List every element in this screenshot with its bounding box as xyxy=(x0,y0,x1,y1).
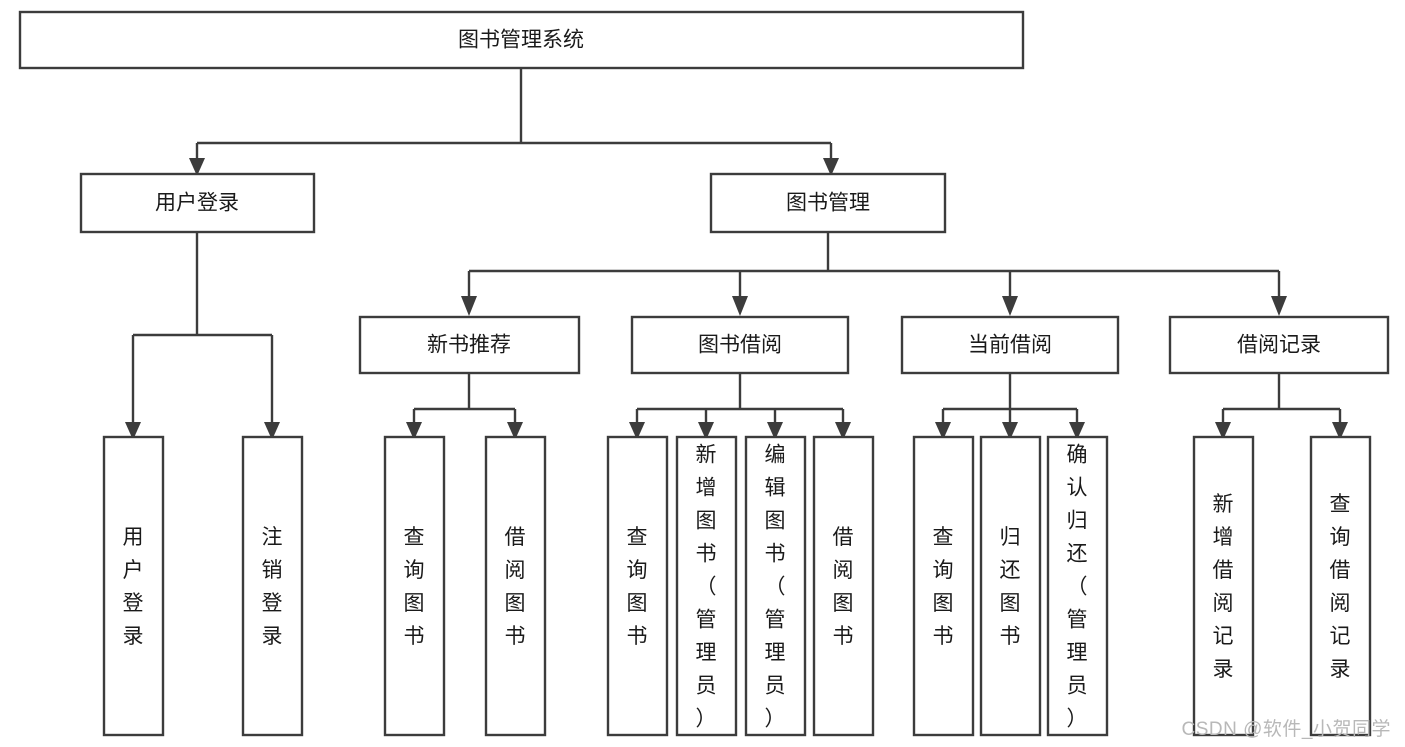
leaf-br-add-record-box[interactable] xyxy=(1192,435,1255,737)
arrow-head-leaf-user-login xyxy=(125,422,141,440)
leaf-cb-confirm-return-label: 确认归还（管理员） xyxy=(1067,444,1088,731)
arrow-head-cb-leaf-3 xyxy=(1069,422,1085,440)
arrow-head-book-borrow xyxy=(732,296,748,316)
node-book-borrow-label: 图书借阅 xyxy=(698,334,782,357)
arrow-head-leaf-logout xyxy=(264,422,280,440)
node-current-borrow-label: 当前借阅 xyxy=(968,334,1052,357)
node-borrow-record-label: 借阅记录 xyxy=(1237,334,1321,357)
connector-current-borrow-to-leaves xyxy=(941,373,1079,424)
node-user-login-box[interactable] xyxy=(79,172,316,234)
arrow-head-current-borrow xyxy=(1002,296,1018,316)
node-book-manage-box[interactable] xyxy=(709,172,947,234)
arrow-head-cb-leaf-1 xyxy=(935,422,951,440)
connector-group-book-manage xyxy=(461,232,1287,316)
leaf-cb-query-book-box[interactable] xyxy=(912,435,975,737)
leaf-node[interactable]: 归还图书 xyxy=(979,435,1042,737)
leaf-node[interactable]: 新增借阅记录 xyxy=(1192,435,1255,737)
node-root-label: 图书管理系统 xyxy=(458,29,584,52)
node-root[interactable]: 图书管理系统 xyxy=(18,10,1025,70)
node-current-borrow[interactable]: 当前借阅 xyxy=(900,315,1120,375)
arrow-head-bb-leaf-4 xyxy=(835,422,851,440)
arrow-head-nb-leaf-1 xyxy=(406,422,422,440)
leaf-node[interactable]: 查询图书 xyxy=(606,435,669,737)
connector-book-manage-to-level3 xyxy=(467,232,1281,298)
node-user-login[interactable]: 用户登录 xyxy=(79,172,316,234)
connector-group-borrow-record xyxy=(1215,373,1348,440)
leaf-node[interactable]: 注销登录 xyxy=(241,435,304,737)
leaf-bb-add-book-label: 新增图书（管理员） xyxy=(696,444,717,731)
arrow-head-user-login xyxy=(189,158,205,176)
node-book-borrow[interactable]: 图书借阅 xyxy=(630,315,850,375)
leaf-bb-query-book-box[interactable] xyxy=(606,435,669,737)
leaf-nb-borrow-book-label: 借阅图书 xyxy=(505,526,526,648)
leaf-logout-box[interactable] xyxy=(241,435,304,737)
leaf-node[interactable]: 新增图书（管理员） xyxy=(675,435,738,737)
leaf-bb-edit-book-label: 编辑图书（管理员） xyxy=(765,444,786,731)
connector-user-login-to-leaves xyxy=(131,232,274,424)
arrow-head-bb-leaf-2 xyxy=(698,422,714,440)
leaf-cb-return-book-label: 归还图书 xyxy=(1000,526,1021,648)
connector-group-root xyxy=(189,68,839,176)
arrow-head-nb-leaf-2 xyxy=(507,422,523,440)
leaf-br-query-record-box[interactable] xyxy=(1309,435,1372,737)
node-borrow-record[interactable]: 借阅记录 xyxy=(1168,315,1390,375)
leaf-bb-query-book-label: 查询图书 xyxy=(627,526,648,648)
leaf-node[interactable]: 查询图书 xyxy=(912,435,975,737)
leaf-node[interactable]: 借阅图书 xyxy=(484,435,547,737)
leaf-bb-edit-book-box[interactable] xyxy=(744,435,807,737)
arrow-head-br-leaf-2 xyxy=(1332,422,1348,440)
node-book-borrow-box[interactable] xyxy=(630,315,850,375)
connector-root-to-level2 xyxy=(195,68,833,160)
node-new-book-recommend-box[interactable] xyxy=(358,315,581,375)
leaf-logout-label: 注销登录 xyxy=(262,526,283,648)
leaf-cb-query-book-label: 查询图书 xyxy=(933,526,954,648)
leaf-cb-return-book-box[interactable] xyxy=(979,435,1042,737)
node-borrow-record-box[interactable] xyxy=(1168,315,1390,375)
node-new-book-recommend[interactable]: 新书推荐 xyxy=(358,315,581,375)
arrow-head-new-book xyxy=(461,296,477,316)
node-book-manage-label: 图书管理 xyxy=(786,192,870,215)
connector-group-new-book xyxy=(406,373,523,440)
csdn-watermark: CSDN @软件_小贺同学 xyxy=(1181,719,1391,740)
arrow-head-bb-leaf-1 xyxy=(629,422,645,440)
connector-group-current-borrow xyxy=(935,373,1085,440)
connector-borrow-record-to-leaves xyxy=(1221,373,1342,424)
arrow-head-bb-leaf-3 xyxy=(767,422,783,440)
leaf-user-login-box[interactable] xyxy=(102,435,165,737)
leaf-cb-confirm-return-box[interactable] xyxy=(1046,435,1109,737)
arrow-head-cb-leaf-2 xyxy=(1002,422,1018,440)
connector-book-borrow-to-leaves xyxy=(635,373,845,424)
leaf-bb-borrow-book-box[interactable] xyxy=(812,435,875,737)
leaf-br-query-record-label: 查询借阅记录 xyxy=(1330,493,1351,681)
node-user-login-label: 用户登录 xyxy=(155,192,239,215)
leaf-node[interactable]: 借阅图书 xyxy=(812,435,875,737)
leaf-node[interactable]: 确认归还（管理员） xyxy=(1046,435,1109,737)
leaf-node[interactable]: 编辑图书（管理员） xyxy=(744,435,807,737)
node-current-borrow-box[interactable] xyxy=(900,315,1120,375)
arrow-head-br-leaf-1 xyxy=(1215,422,1231,440)
leaf-nb-query-book-box[interactable] xyxy=(383,435,446,737)
connector-new-book-to-leaves xyxy=(412,373,517,424)
node-new-book-recommend-label: 新书推荐 xyxy=(427,334,511,357)
node-root-box[interactable] xyxy=(18,10,1025,70)
leaf-node[interactable]: 查询图书 xyxy=(383,435,446,737)
arrow-head-book-manage xyxy=(823,158,839,176)
leaf-nb-borrow-book-box[interactable] xyxy=(484,435,547,737)
leaf-nb-query-book-label: 查询图书 xyxy=(404,526,425,648)
leaf-node[interactable]: 查询借阅记录 xyxy=(1309,435,1372,737)
connector-group-user-login xyxy=(125,232,280,440)
node-book-manage[interactable]: 图书管理 xyxy=(709,172,947,234)
leaf-node[interactable]: 用户登录 xyxy=(102,435,165,737)
leaf-user-login-label: 用户登录 xyxy=(123,526,144,648)
leaf-bb-add-book-box[interactable] xyxy=(675,435,738,737)
leaf-bb-borrow-book-label: 借阅图书 xyxy=(833,526,854,648)
arrow-head-borrow-record xyxy=(1271,296,1287,316)
leaf-br-add-record-label: 新增借阅记录 xyxy=(1213,493,1234,681)
connector-group-book-borrow xyxy=(629,373,851,440)
